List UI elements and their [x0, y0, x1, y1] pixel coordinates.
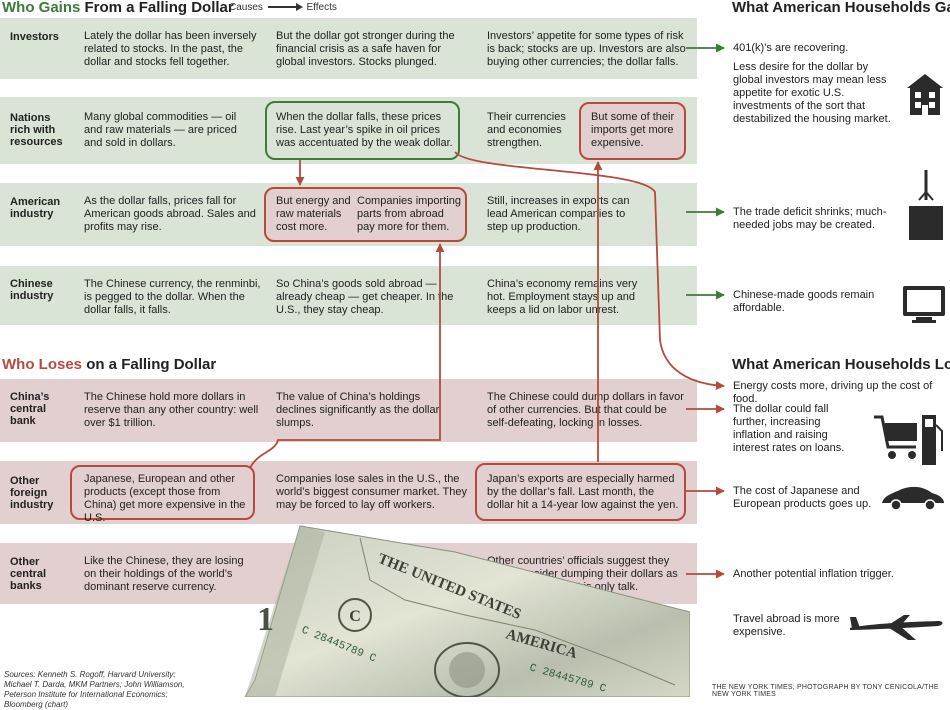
- arrow-prices-to-energy: [454, 151, 725, 391]
- loss-inflation-trigger: Another potential inflation trigger.: [733, 568, 894, 580]
- row-label-investors: Investors: [10, 31, 59, 43]
- row-label-other-central-banks: Other central banks: [10, 556, 47, 592]
- gain-401k: 401(k)’s are recovering.: [733, 42, 849, 54]
- house-icon: [907, 74, 943, 115]
- cell-investors-3: Investors’ appetite for some types of ri…: [487, 30, 686, 68]
- gain-chinese-goods: Chinese-made goods remain affordable.: [733, 289, 875, 314]
- gains-title: Who Gains From a Falling Dollar: [2, 0, 234, 16]
- loss-energy: Energy costs more, driving up the cost o…: [733, 380, 933, 405]
- box-japan-exports: [475, 463, 686, 521]
- airplane-icon: [850, 615, 943, 640]
- cell-american-2a: But energy and raw materials cost more.: [276, 195, 351, 233]
- cell-nations-3a: Their currencies and economies strengthe…: [487, 111, 566, 149]
- row-label-chinese-industry: Chinese industry: [10, 278, 54, 302]
- cell-other-foreign-1: Japanese, European and other products (e…: [84, 473, 246, 524]
- bill-shadow: [245, 526, 325, 697]
- box-products-expensive: [70, 465, 255, 520]
- arrow-right-icon: [267, 3, 303, 12]
- tv-icon: [903, 286, 945, 323]
- gains-households-title: What American Households Gain: [732, 0, 950, 16]
- row-label-china-central-bank: China’s central bank: [10, 391, 50, 427]
- row-label-other-foreign: Other foreign industry: [10, 475, 54, 511]
- box-prices-rise: [265, 101, 460, 160]
- bill-denomination: 1: [257, 601, 274, 638]
- band-china-central-bank: [0, 379, 697, 442]
- cell-investors-2: But the dollar got stronger during the f…: [276, 30, 455, 68]
- cell-american-3: Still, increases in exports can lead Ame…: [487, 195, 630, 233]
- loses-households-title: What American Households Lose: [732, 356, 950, 373]
- loss-travel: Travel abroad is more expensive.: [733, 613, 840, 638]
- band-investors: [0, 18, 697, 79]
- cart-gas-pump-icon: [874, 415, 943, 465]
- cell-nations-2: When the dollar falls, these prices rise…: [276, 111, 453, 149]
- cell-american-2b: Companies importing parts from abroad pa…: [357, 195, 461, 233]
- dollar-bill-photo: C 1 THE UNITED STATES AMERICA C 28445789…: [244, 525, 690, 697]
- crane-crate-icon: [909, 170, 943, 240]
- cell-nations-3b: But some of their imports get more expen…: [591, 111, 675, 149]
- cell-china-bank-3: The Chinese could dump dollars in favor …: [487, 391, 684, 429]
- car-icon: [882, 486, 944, 511]
- box-imports-expensive: [579, 102, 686, 160]
- sources: Sources: Kenneth S. Rogoff, Harvard Univ…: [4, 670, 185, 709]
- cell-american-1: As the dollar falls, prices fall for Ame…: [84, 195, 256, 233]
- bill-seal: [338, 598, 372, 632]
- bill-seal-letter: C: [349, 608, 361, 625]
- cell-chinese-2: So China’s goods sold abroad — already c…: [276, 278, 454, 316]
- row-label-american-industry: American industry: [10, 196, 61, 220]
- gain-housing: Less desire for the dollar by global inv…: [733, 61, 891, 125]
- loses-title: Who Loses on a Falling Dollar: [2, 356, 217, 373]
- photo-credit: THE NEW YORK TIMES; PHOTOGRAPH BY TONY C…: [712, 684, 939, 698]
- loss-japanese-products: The cost of Japanese and European produc…: [733, 485, 872, 510]
- arrow-products-to-parts: [249, 243, 445, 469]
- box-energy-cost: [264, 187, 467, 242]
- loss-dollar-fall: The dollar could fall further, increasin…: [733, 403, 845, 454]
- cell-nations-1: Many global commodities — oil and raw ma…: [84, 111, 237, 149]
- cell-china-bank-2: The value of China’s holdings declines s…: [276, 391, 440, 429]
- cell-chinese-1: The Chinese currency, the renminbi, is p…: [84, 278, 261, 316]
- cell-other-banks-1: Like the Chinese, they are losing on the…: [84, 555, 244, 593]
- row-label-nations: Nations rich with resources: [10, 112, 63, 148]
- gain-trade-deficit: The trade deficit shrinks; much-needed j…: [733, 206, 887, 231]
- band-chinese-industry: [0, 266, 697, 325]
- cell-other-foreign-3: Japan’s exports are especially harmed by…: [487, 473, 679, 511]
- causes-effects-legend: Causes Effects: [229, 2, 337, 13]
- cell-other-foreign-2: Companies lose sales in the U.S., the wo…: [276, 473, 467, 511]
- cell-investors-1: Lately the dollar has been inversely rel…: [84, 30, 257, 68]
- bill-portrait: [434, 642, 500, 697]
- cell-china-bank-1: The Chinese hold more dollars in reserve…: [84, 391, 259, 429]
